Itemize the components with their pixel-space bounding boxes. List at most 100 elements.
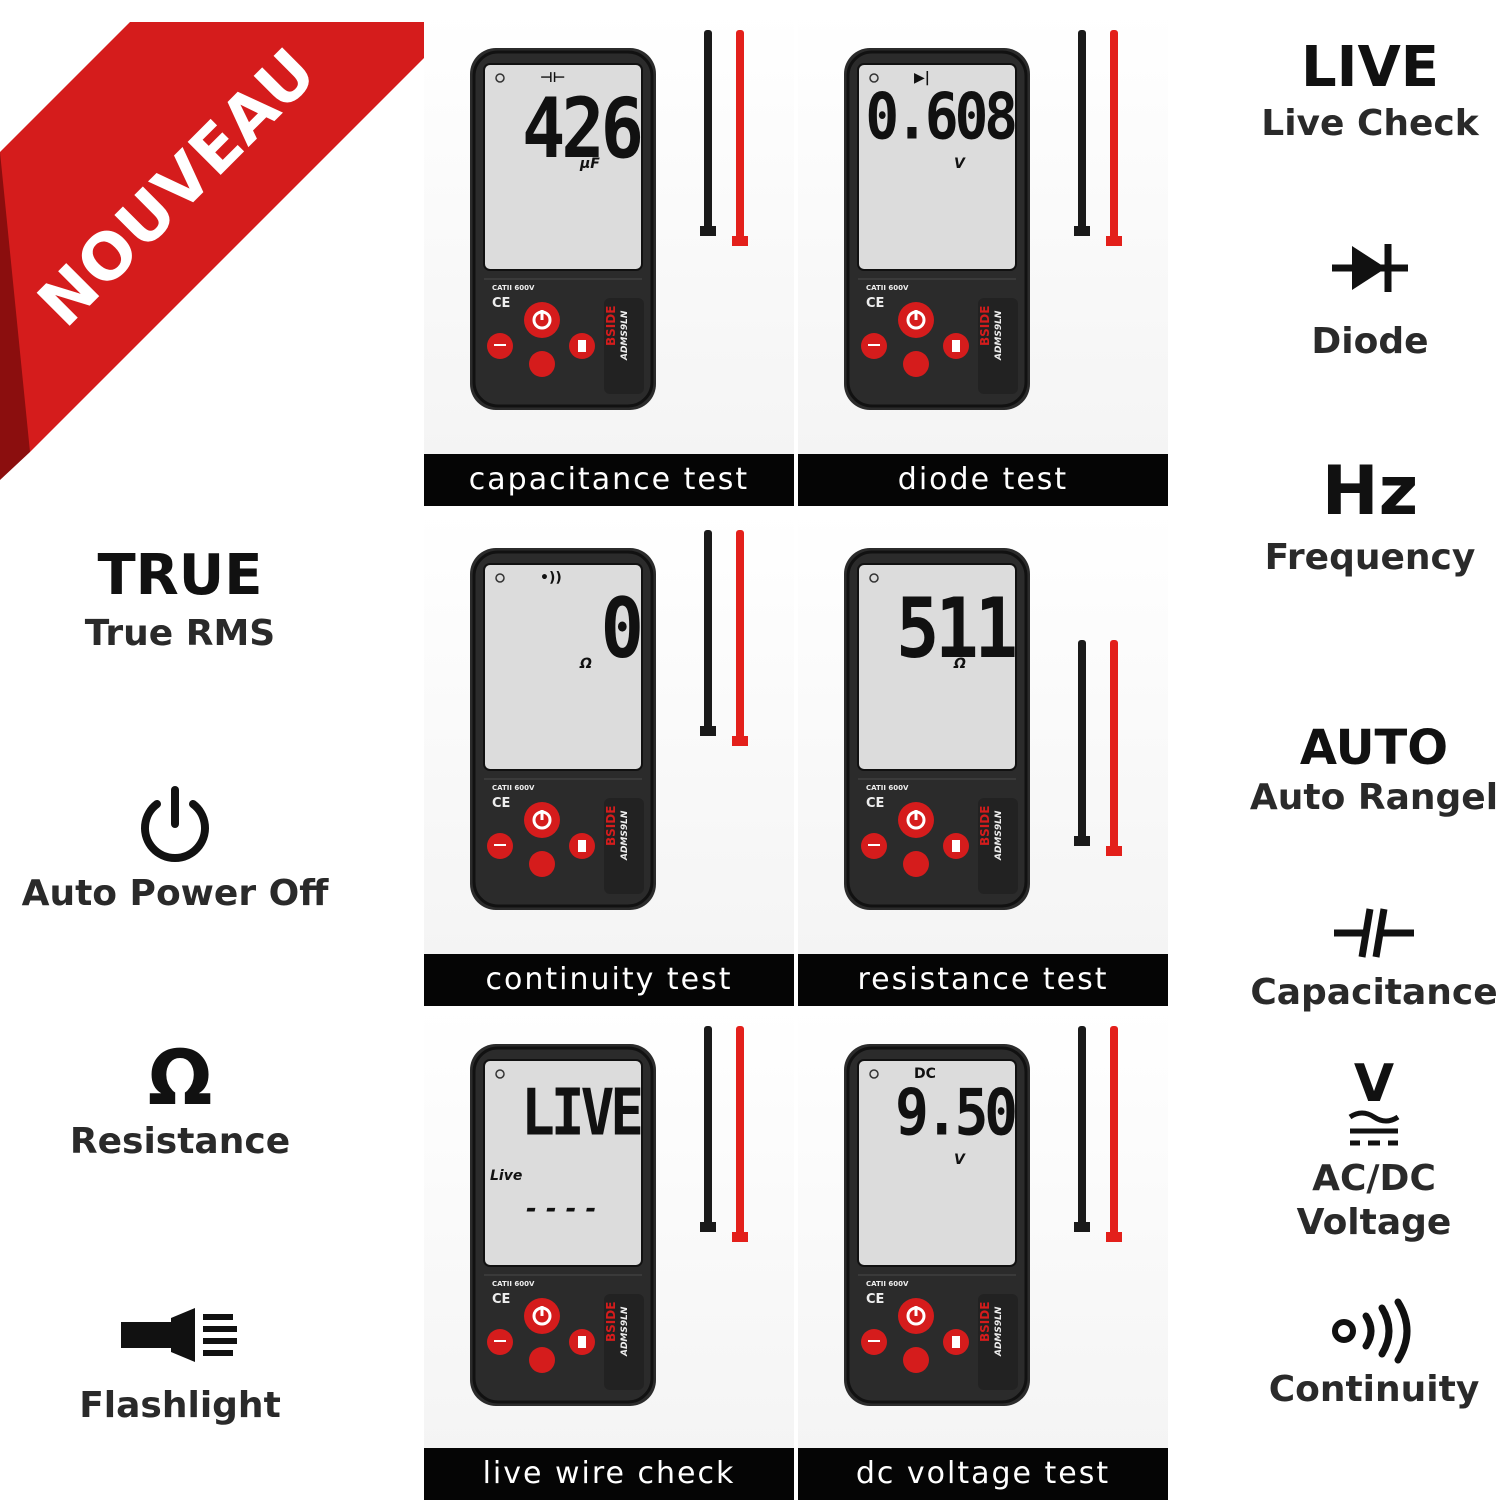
- feature-big: LIVE: [1300, 35, 1440, 100]
- multimeter-body: [844, 1044, 1030, 1406]
- ohm-icon: Ω: [147, 1033, 213, 1122]
- lcd-mode-symbol: ▶|: [914, 70, 930, 86]
- feature-label: Resistance: [69, 1121, 291, 1162]
- test-probes: [700, 530, 748, 746]
- lcd-reading: 9.50: [895, 1076, 1018, 1151]
- lcd-unit: μF: [580, 156, 600, 172]
- feature-label: True RMS: [84, 613, 276, 654]
- continuity-icon: [1332, 1298, 1411, 1364]
- feature-true-rms: TRUE True RMS: [20, 548, 340, 655]
- lcd-mode-symbol: •)): [540, 570, 562, 586]
- panel-caption: continuity test: [424, 954, 794, 1006]
- ce-mark: CE: [492, 796, 511, 811]
- panel-caption: live wire check: [424, 1448, 794, 1500]
- lcd-reading: 426: [521, 80, 644, 177]
- model-number: ADMS9LN: [620, 1306, 630, 1356]
- feature-auto-power-off: Auto Power Off: [0, 782, 350, 915]
- flashlight-icon: [121, 1308, 237, 1362]
- meter-rating: CATII 600V: [866, 284, 909, 292]
- meter-rating: CATII 600V: [492, 784, 535, 792]
- feature-label: AC/DC Voltage: [1296, 1158, 1452, 1243]
- ce-mark: CE: [866, 796, 885, 811]
- panel-caption: capacitance test: [424, 454, 794, 506]
- lcd-dashes: - - - -: [526, 1194, 597, 1224]
- feature-acdc-voltage: V AC/DC Voltage: [1248, 1054, 1500, 1244]
- lcd-mode-symbol: ⊣⊢: [540, 70, 566, 86]
- brand-logo: BSIDE: [604, 805, 618, 846]
- feature-capacitance: Capacitance: [1248, 905, 1500, 1014]
- feature-label: Diode: [1311, 321, 1429, 362]
- model-number: ADMS9LN: [994, 1306, 1004, 1356]
- lcd-bar-label: Live: [490, 1168, 523, 1184]
- model-number: ADMS9LN: [994, 310, 1004, 360]
- multimeter-body: [470, 48, 656, 410]
- lcd-unit: Ω: [580, 656, 592, 672]
- lcd-unit: Ω: [954, 656, 966, 672]
- multimeter-body: [844, 48, 1030, 410]
- panel-caption: resistance test: [798, 954, 1168, 1006]
- ce-mark: CE: [492, 296, 511, 311]
- feature-label: Auto Power Off: [21, 873, 329, 914]
- power-icon: [141, 786, 209, 862]
- acdc-voltage-icon: V: [1353, 1054, 1395, 1114]
- feature-label: Live Check: [1261, 103, 1479, 144]
- brand-logo: BSIDE: [604, 305, 618, 346]
- test-probes: [1074, 640, 1122, 856]
- feature-label: Capacitance: [1250, 972, 1498, 1013]
- multimeter-body: [844, 548, 1030, 910]
- ac-dc-wave-icon: [1348, 1110, 1400, 1146]
- lcd-mode-symbol: DC: [914, 1066, 936, 1082]
- feature-diode: Diode: [1240, 240, 1500, 363]
- brand-logo: BSIDE: [978, 305, 992, 346]
- feature-auto-range: AUTO Auto Rangel: [1248, 724, 1500, 819]
- lcd-unit: V: [954, 156, 965, 172]
- meter-rating: CATII 600V: [492, 1280, 535, 1288]
- panel-caption: dc voltage test: [798, 1448, 1168, 1500]
- lcd-unit: V: [954, 1152, 965, 1168]
- feature-label: Frequency: [1264, 537, 1476, 578]
- multimeter-body: [470, 548, 656, 910]
- ce-mark: CE: [492, 1292, 511, 1307]
- model-number: ADMS9LN: [994, 810, 1004, 860]
- panel-caption: diode test: [798, 454, 1168, 506]
- model-number: ADMS9LN: [620, 310, 630, 360]
- feature-big: TRUE: [97, 543, 263, 608]
- lcd-reading: 0: [600, 580, 644, 677]
- ce-mark: CE: [866, 1292, 885, 1307]
- feature-label: Continuity: [1268, 1369, 1480, 1410]
- lcd-reading: 0.608: [865, 80, 1018, 155]
- brand-logo: BSIDE: [978, 805, 992, 846]
- multimeter-body: [470, 1044, 656, 1406]
- meter-rating: CATII 600V: [866, 784, 909, 792]
- lcd-reading: LIVE: [521, 1076, 644, 1151]
- lcd-reading: 511: [895, 580, 1018, 677]
- brand-logo: BSIDE: [978, 1301, 992, 1342]
- feature-frequency: Hz Frequency: [1240, 458, 1500, 579]
- capacitor-icon: [1334, 908, 1414, 958]
- feature-label: Flashlight: [79, 1385, 281, 1426]
- brand-logo: BSIDE: [604, 1301, 618, 1342]
- feature-big: AUTO: [1299, 720, 1449, 776]
- test-probes: [700, 1026, 748, 1242]
- feature-continuity: Continuity: [1248, 1298, 1500, 1411]
- ce-mark: CE: [866, 296, 885, 311]
- test-probes: [1074, 1026, 1122, 1242]
- test-probes: [700, 30, 748, 246]
- feature-label: Auto Rangel: [1249, 777, 1499, 818]
- feature-live-check: LIVE Live Check: [1240, 40, 1500, 145]
- feature-big: Hz: [1321, 452, 1419, 531]
- meter-rating: CATII 600V: [492, 284, 535, 292]
- nouveau-ribbon: NOUVEAU: [0, 0, 470, 490]
